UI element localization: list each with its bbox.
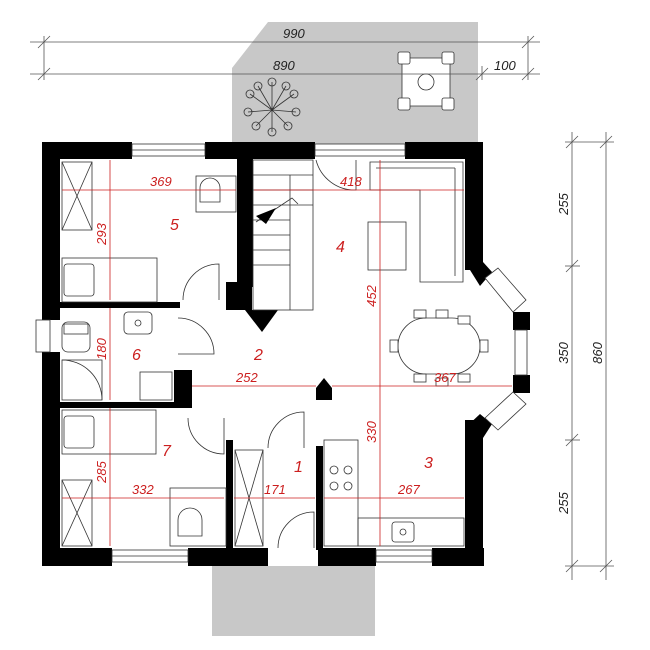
- room-number-1: 1: [294, 459, 303, 476]
- room-number-5: 5: [170, 217, 179, 234]
- dim-dining-width: 367: [434, 370, 456, 385]
- inner-dimension-lines: [62, 160, 512, 546]
- room5-furniture: [61, 161, 237, 303]
- room6-fixtures: [61, 311, 173, 401]
- entrance-terrace: [212, 566, 375, 636]
- outer-dimension-lines: [30, 35, 614, 580]
- room-number-4: 4: [336, 239, 345, 256]
- living-room-furniture: [367, 161, 464, 283]
- dim-right-middle: 350: [556, 341, 571, 363]
- dim-main-width: 890: [273, 58, 295, 73]
- staircase: [252, 159, 314, 311]
- dim-room6-depth: 180: [94, 337, 109, 359]
- dim-room3-width: 267: [397, 482, 420, 497]
- room-number-6: 6: [132, 347, 141, 364]
- plant-icon: [243, 77, 301, 137]
- doors: [177, 159, 357, 549]
- dim-room2-width: 252: [235, 370, 258, 385]
- dim-overall-width: 990: [283, 26, 305, 41]
- walls: [42, 142, 530, 566]
- dim-right-bottom: 255: [556, 491, 571, 514]
- dim-room1-width: 171: [264, 482, 286, 497]
- top-terrace: [232, 22, 478, 155]
- dim-right-total: 860: [590, 341, 605, 363]
- room-number-3: 3: [424, 455, 433, 472]
- kitchen-furniture: [323, 439, 465, 547]
- dim-room5-depth: 293: [94, 222, 109, 245]
- dim-room5-width: 369: [150, 174, 172, 189]
- room-number-2: 2: [253, 347, 263, 364]
- dim-room7-width: 332: [132, 482, 154, 497]
- dim-room4-depth: 452: [364, 284, 379, 306]
- room7-furniture: [61, 409, 227, 547]
- dim-room7-depth: 285: [94, 460, 109, 483]
- terrace-table-icon: [397, 51, 455, 111]
- windows: [35, 143, 528, 563]
- dim-room4-width: 418: [340, 174, 362, 189]
- dim-offset-width: 100: [494, 58, 516, 73]
- dim-room3-depth: 330: [364, 420, 379, 442]
- room-number-7: 7: [162, 443, 172, 460]
- dim-right-top: 255: [556, 192, 571, 215]
